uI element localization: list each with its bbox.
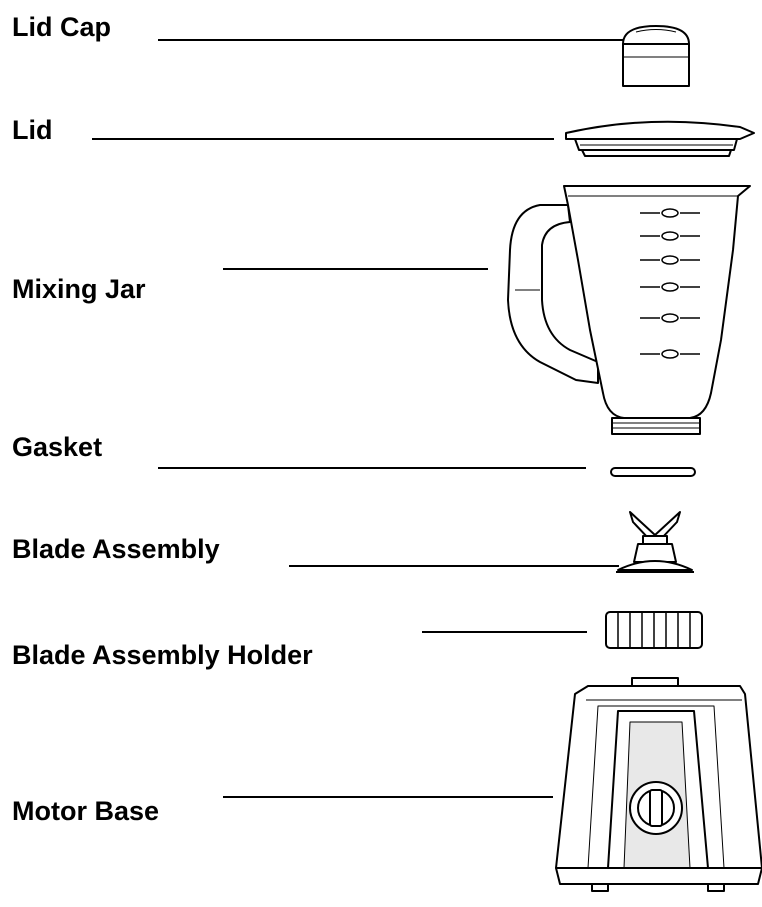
leader-blade-assembly-holder [422, 631, 587, 633]
lid-drawing [565, 120, 755, 157]
blade-assembly-holder-drawing [605, 611, 703, 649]
label-blade-assembly-holder: Blade Assembly Holder [12, 640, 313, 670]
gasket-drawing [610, 467, 696, 477]
leader-gasket [158, 467, 586, 469]
leader-blade-assembly [289, 565, 619, 567]
leader-mixing-jar [223, 268, 488, 270]
leader-motor-base [223, 796, 553, 798]
label-gasket: Gasket [12, 432, 103, 462]
motor-base-drawing [555, 677, 762, 892]
label-mixing-jar: Mixing Jar [12, 274, 146, 304]
label-blade-assembly: Blade Assembly [12, 534, 220, 564]
leader-lid-cap [158, 39, 623, 41]
mixing-jar-drawing [507, 185, 751, 435]
label-lid: Lid [12, 115, 53, 145]
label-motor-base: Motor Base [12, 796, 160, 826]
blade-assembly-drawing [616, 511, 694, 573]
leader-lid [92, 138, 554, 140]
label-lid-cap: Lid Cap [12, 12, 111, 42]
lid-cap-drawing [622, 25, 690, 87]
